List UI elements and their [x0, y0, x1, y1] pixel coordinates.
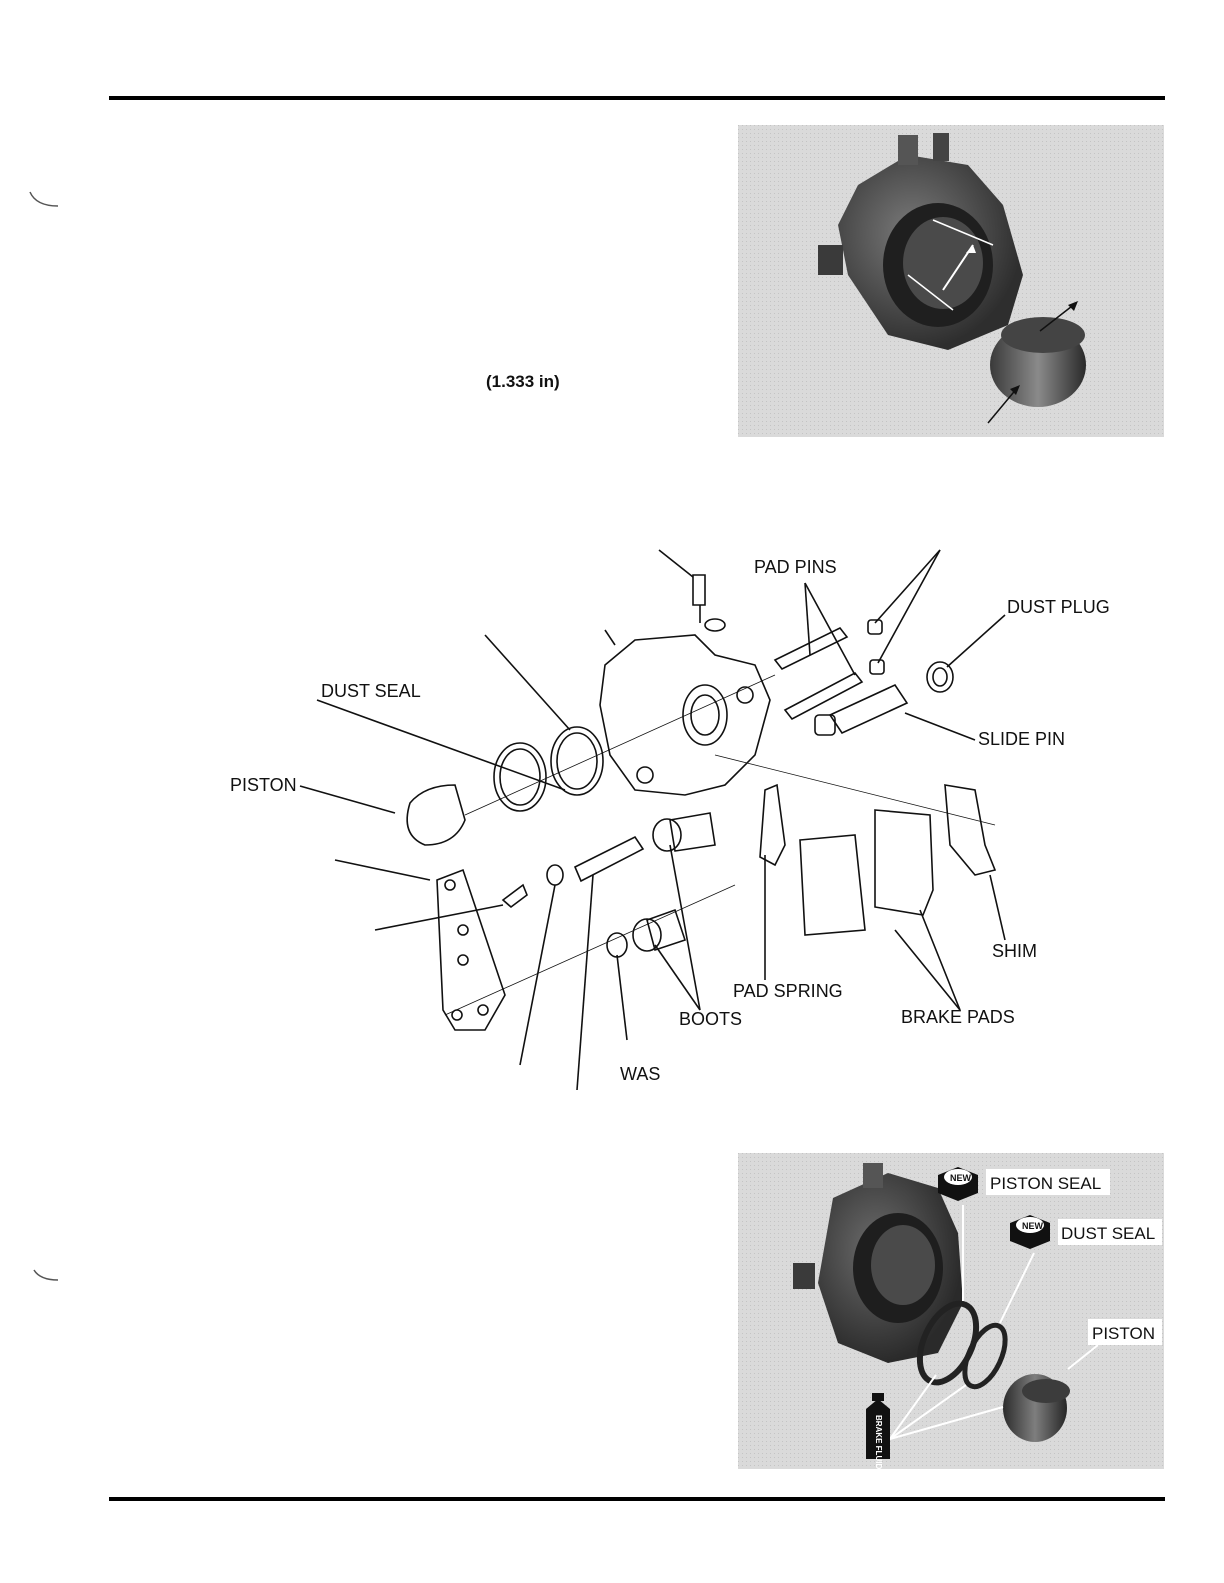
caliper-measurement-photo	[738, 125, 1164, 437]
measurement-text: (1.333 in)	[486, 372, 560, 391]
caliper-body	[599, 634, 771, 796]
label-slide-pin: SLIDE PIN	[978, 729, 1065, 749]
bottom-rule	[109, 1497, 1165, 1501]
label-piston: PISTON	[230, 775, 297, 795]
svg-text:NEW: NEW	[1022, 1221, 1044, 1231]
label-brake-pads: BRAKE PADS	[901, 1007, 1015, 1027]
label-piston-photo: PISTON	[1092, 1324, 1155, 1343]
caliper-assembly-photo: NEW NEW PISTON SEAL DUST SEAL PISTON BRA…	[738, 1153, 1164, 1469]
label-piston-seal: PISTON SEAL	[990, 1174, 1101, 1193]
label-washer-partial: WAS	[620, 1064, 660, 1084]
new-badge-dust-seal: NEW	[1010, 1215, 1050, 1249]
label-pad-pins: PAD PINS	[754, 557, 837, 577]
label-pad-spring: PAD SPRING	[733, 981, 843, 1001]
new-badge-piston-seal: NEW	[938, 1167, 978, 1201]
label-dust-plug: DUST PLUG	[1007, 597, 1110, 617]
label-dust-seal: DUST SEAL	[321, 681, 421, 701]
label-shim: SHIM	[992, 941, 1037, 961]
margin-mark-top	[29, 191, 59, 207]
label-boots: BOOTS	[679, 1009, 742, 1029]
top-rule	[109, 96, 1165, 100]
svg-text:NEW: NEW	[950, 1173, 972, 1183]
label-dust-seal-photo: DUST SEAL	[1061, 1224, 1155, 1243]
margin-mark-bottom	[33, 1269, 59, 1281]
brake-fluid-icon: BRAKE FLUID	[866, 1393, 890, 1469]
svg-text:BRAKE FLUID: BRAKE FLUID	[874, 1415, 883, 1469]
caliper-exploded-diagram: PAD PINS DUST PLUG DUST SEAL SLIDE PIN P…	[215, 545, 1115, 1100]
